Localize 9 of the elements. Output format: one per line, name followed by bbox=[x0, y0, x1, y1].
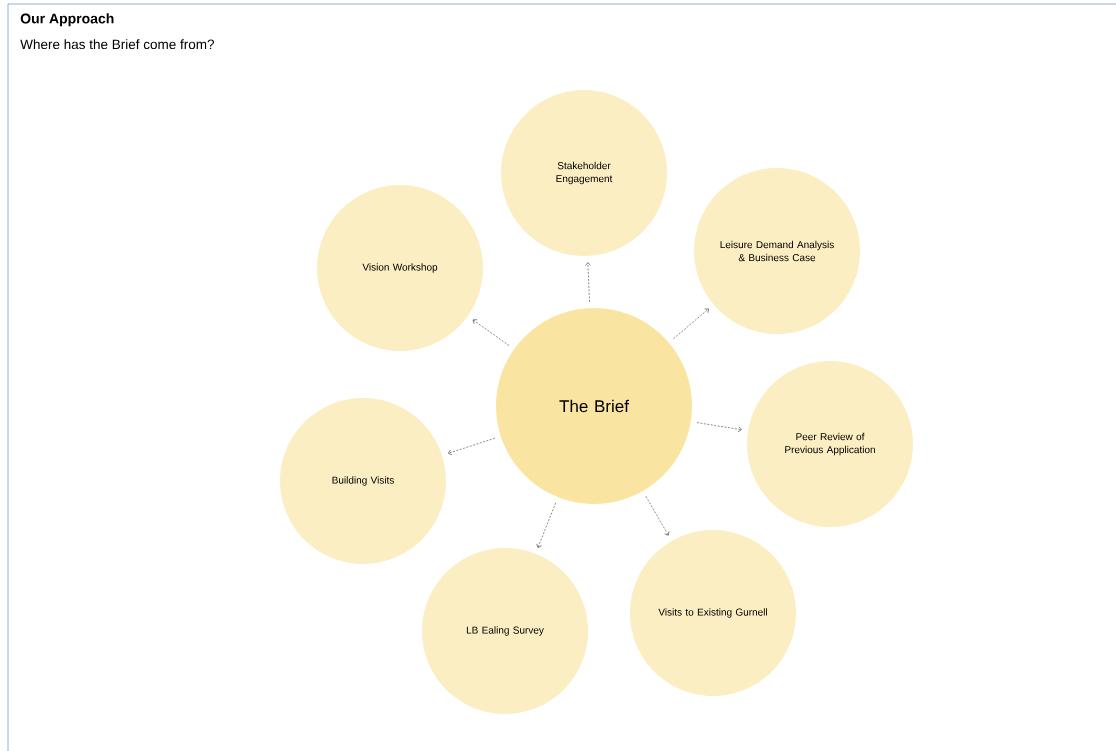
arrow bbox=[673, 308, 709, 339]
arrow bbox=[472, 319, 510, 346]
arrow bbox=[645, 496, 670, 536]
title: Our Approach bbox=[20, 13, 114, 27]
arrow bbox=[448, 437, 496, 456]
subtitle: Where has the Brief come from? bbox=[20, 39, 214, 50]
arrow bbox=[585, 262, 591, 303]
arrow bbox=[536, 502, 556, 548]
arrow bbox=[696, 422, 742, 433]
